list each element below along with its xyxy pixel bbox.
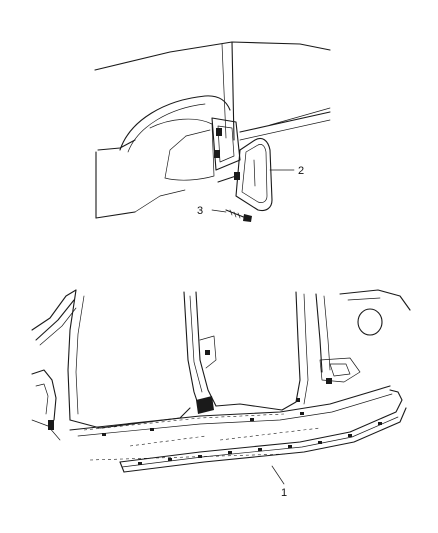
- callout-2: 2: [298, 165, 304, 177]
- screw-fastener-icon: [225, 209, 252, 222]
- splash-shield-icon: [235, 137, 273, 212]
- lower-assembly-view: [31, 289, 411, 485]
- callout-1: 1: [281, 487, 287, 499]
- sill-molding-icon: [119, 389, 407, 473]
- upper-assembly-view: [94, 41, 331, 222]
- fuel-door-icon: [357, 308, 383, 336]
- callout-3: 3: [197, 205, 203, 217]
